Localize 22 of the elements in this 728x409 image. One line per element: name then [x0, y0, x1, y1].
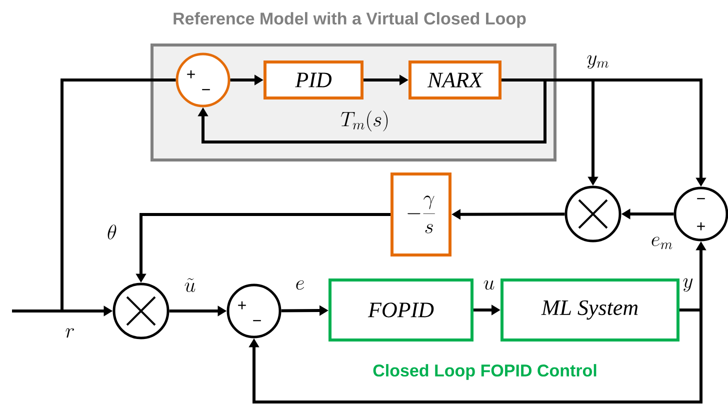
signal-label: $y_m$ [586, 54, 610, 70]
signal-label: $r$ [64, 328, 76, 338]
multiplier-circle [564, 186, 622, 242]
signal-label: $y$ [682, 278, 694, 292]
signal-label: $\theta$ [106, 224, 118, 240]
node-label: Reference Model with a Virtual Closed Loop [174, 12, 526, 28]
block: FOPID [328, 278, 474, 342]
arrow [198, 78, 546, 144]
signal-label: $u$ [482, 280, 496, 290]
summing-junction: + − [226, 284, 282, 338]
signal-label: $e_m$ [650, 236, 674, 250]
gain-block: $-\frac{\gamma}{s}$ [390, 172, 452, 256]
signal-label: $e$ [294, 280, 306, 290]
block: PID [264, 60, 364, 100]
block: ML System [500, 278, 680, 342]
summing-junction: − + [674, 186, 728, 242]
arrow [248, 308, 702, 404]
signal-label: $\tilde{u}$ [183, 277, 197, 293]
multiplier-circle [112, 282, 170, 340]
block: NARX [408, 60, 502, 100]
group-caption: Closed Loop FOPID Control [373, 364, 596, 380]
summing-junction: + − [176, 52, 230, 108]
